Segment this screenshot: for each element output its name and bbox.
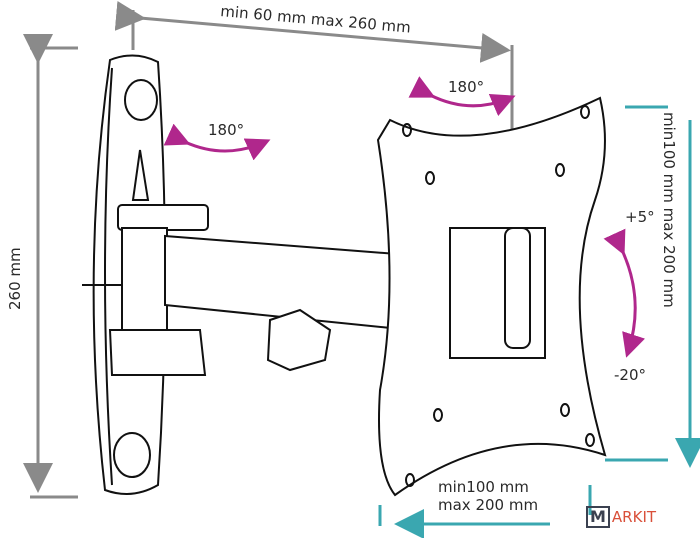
tilt-up-label: +5° [625,208,655,226]
height-label: 260 mm [6,247,24,310]
markit-logo: M ARKIT [586,506,656,528]
vesa-plate [376,96,607,497]
vesa-vertical-label: min100 mm max 200 mm [660,112,678,308]
logo-text: ARKIT [611,508,657,526]
rotate-top-arrow [408,76,516,117]
logo-m: M [586,506,610,528]
rotate-top-label: 180° [448,78,484,96]
vesa-horizontal-label-2: max 200 mm [438,496,538,514]
tilt-down-label: -20° [614,366,646,384]
tilt-arrow [603,228,645,358]
vesa-horizontal-label-1: min100 mm [438,478,529,496]
arm [108,204,411,376]
vesa-horizontal-dimension [378,485,592,538]
height-dimension [23,34,78,499]
width-range-label: min 60 mm max 260 mm [220,2,412,37]
rotate-left-label: 180° [208,121,244,139]
rotate-left-arrow [163,123,271,161]
vesa-vertical-dimension [605,105,700,468]
